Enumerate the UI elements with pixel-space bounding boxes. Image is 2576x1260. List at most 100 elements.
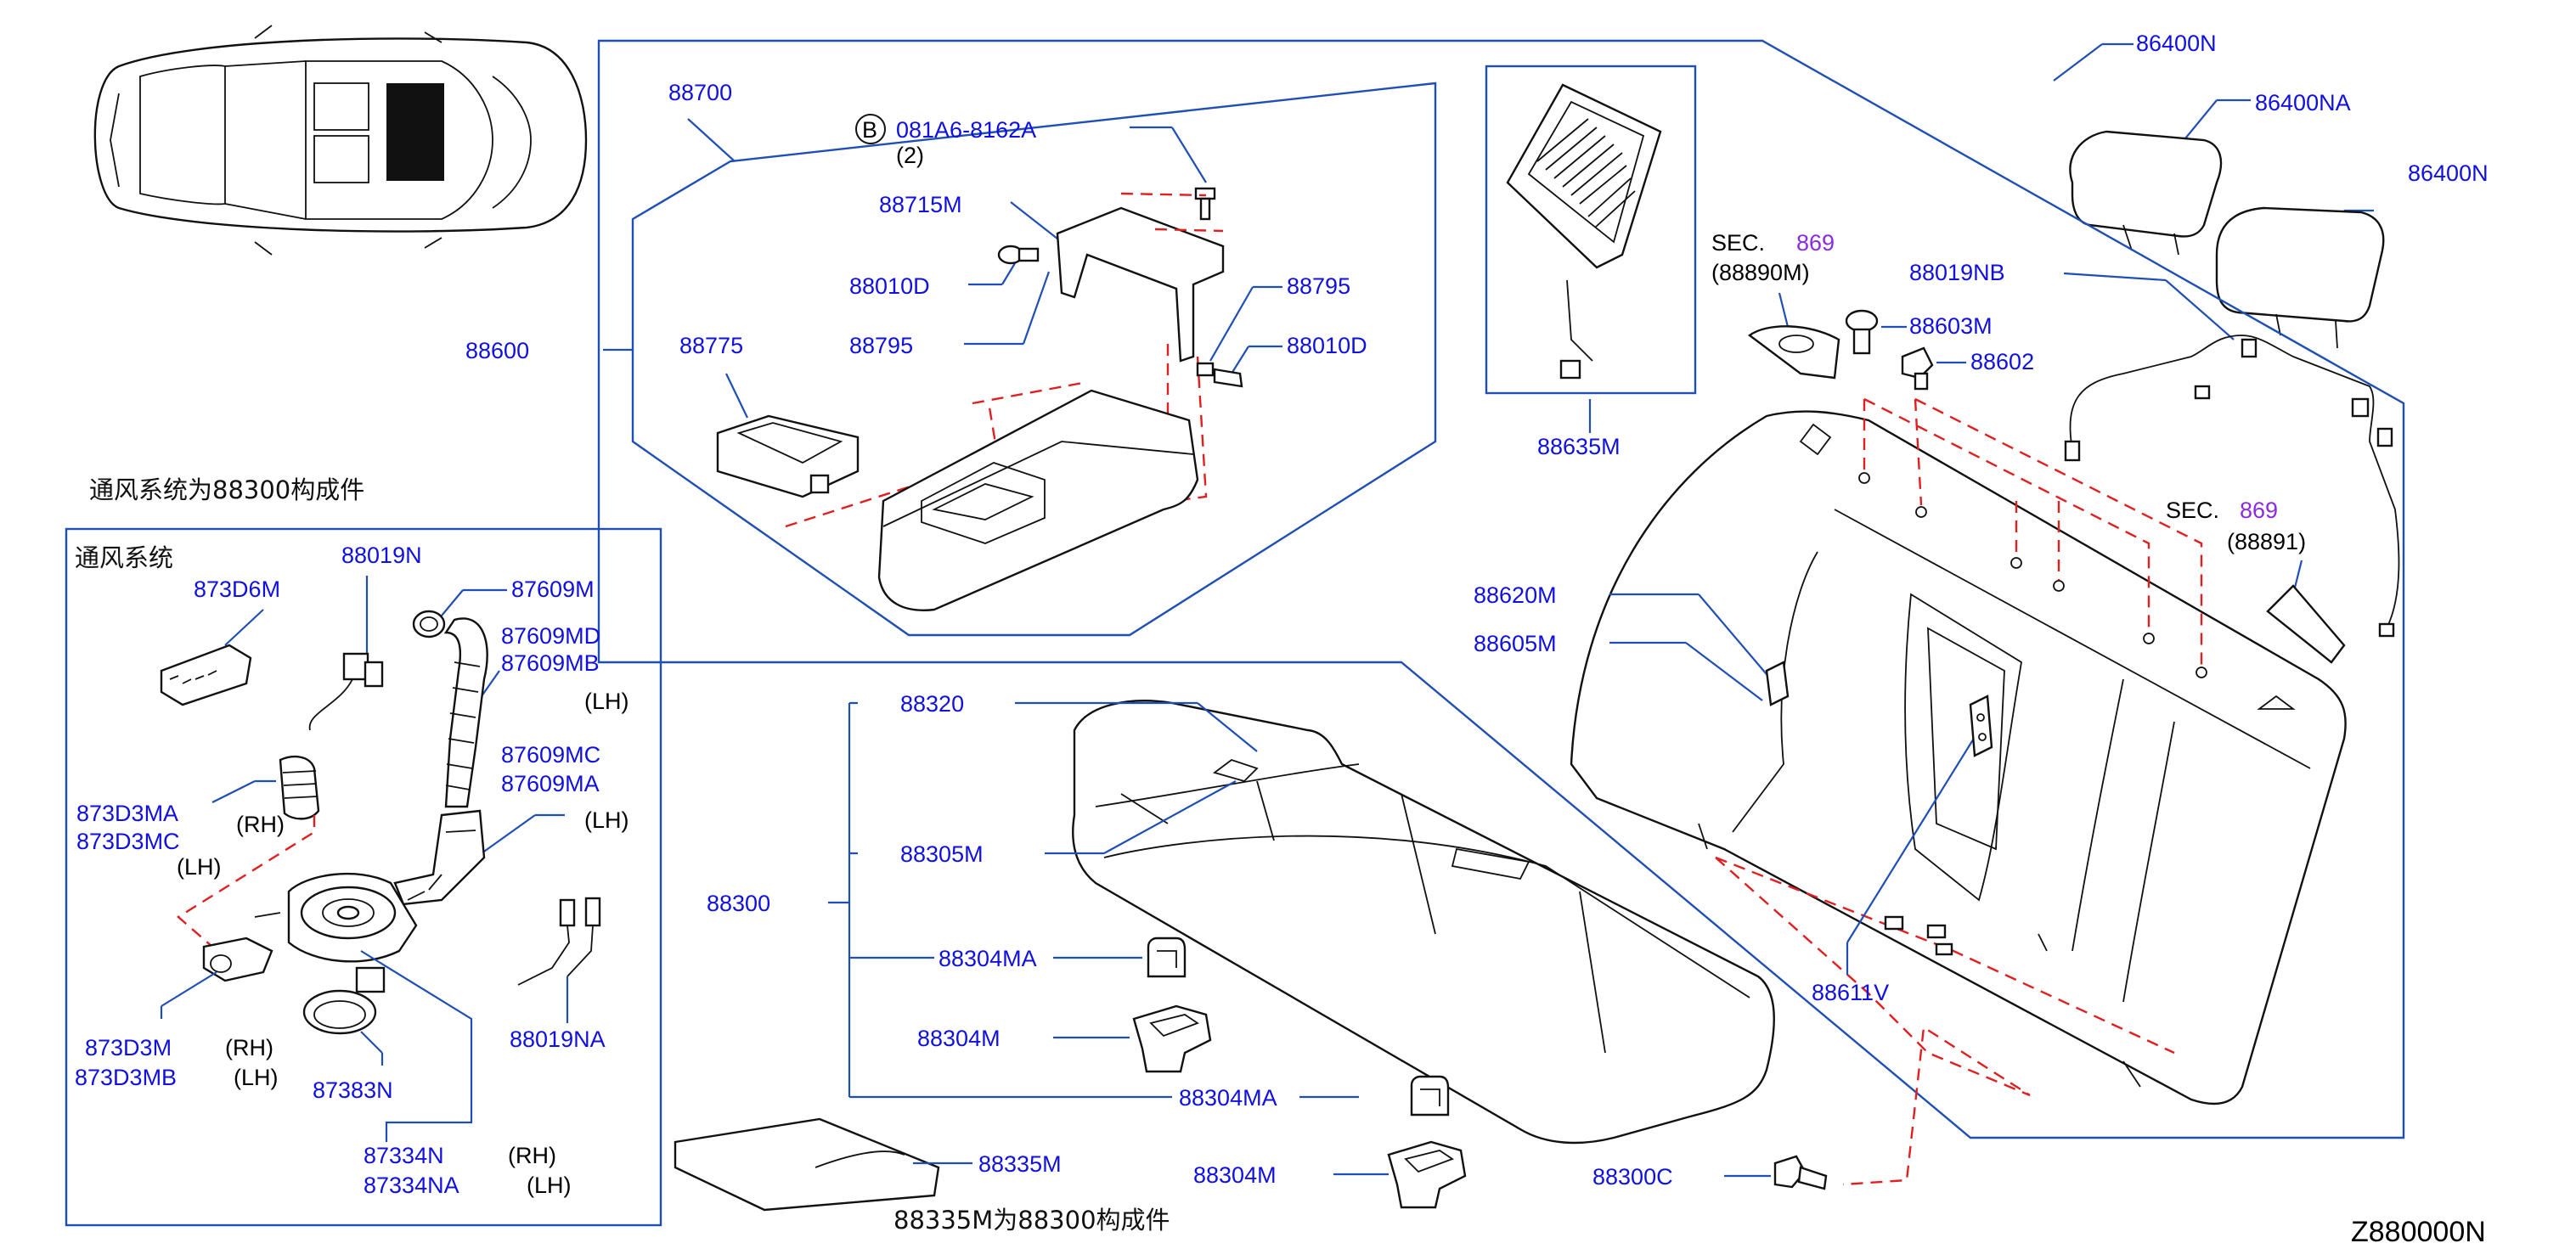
- hinge-icon: [1884, 915, 1953, 956]
- connector-icon: [202, 937, 273, 982]
- label-86400n-right: 86400N: [2408, 160, 2489, 186]
- headrest-center-icon: [2069, 130, 2223, 256]
- screw-icon: [1196, 362, 1243, 388]
- label-87609ma: 87609MA: [501, 771, 600, 796]
- label-sec-a: SEC.: [1711, 230, 1765, 256]
- ring-icon: [302, 989, 377, 1035]
- label-88010d-b: 88010D: [1287, 333, 1367, 358]
- label-lh-3: (LH): [177, 854, 222, 880]
- wire-connector-icon: [517, 897, 601, 986]
- label-rh-1: (RH): [236, 812, 285, 837]
- label-87609mc: 87609MC: [501, 742, 600, 768]
- label-88305m: 88305M: [900, 841, 984, 867]
- label-88700: 88700: [668, 80, 732, 105]
- label-87609m: 87609M: [511, 577, 595, 602]
- label-rh-3: (RH): [508, 1143, 556, 1168]
- tag-icon: [1765, 661, 1790, 706]
- grommet-icon: [1147, 937, 1187, 978]
- label-081a6-8162a: 081A6-8162A: [896, 117, 1036, 143]
- heater-pad-frame: [1485, 65, 1697, 395]
- label-qty-2: (2): [896, 143, 924, 168]
- duct-elbow-icon: [393, 809, 486, 906]
- label-lh-2: (LH): [584, 807, 629, 833]
- label-88019na: 88019NA: [510, 1027, 606, 1052]
- grommet-icon: [1410, 1075, 1450, 1117]
- label-88304ma-b: 88304MA: [1179, 1085, 1277, 1111]
- belt-guide-icon: [1747, 325, 1840, 380]
- label-88304m-b: 88304M: [1193, 1162, 1277, 1188]
- headrest-right-icon: [2215, 206, 2385, 349]
- note-88335m-component: 88335M为88300构成件: [893, 1206, 1170, 1235]
- label-88304m-a: 88304M: [917, 1026, 1001, 1051]
- diagram-code: Z880000N: [2351, 1216, 2486, 1248]
- bracket-icon: [1056, 206, 1225, 363]
- bolt-icon: [1194, 187, 1216, 221]
- heater-pad-icon: [1506, 83, 1662, 380]
- control-module-icon: [160, 644, 252, 706]
- clip-icon: [997, 245, 1040, 265]
- label-88300: 88300: [707, 891, 770, 916]
- label-87609mb: 87609MB: [501, 650, 600, 676]
- label-86400na: 86400NA: [2255, 90, 2351, 115]
- label-88611v: 88611V: [1812, 980, 1889, 1005]
- label-88775: 88775: [679, 333, 743, 358]
- label-88010d-a: 88010D: [849, 273, 930, 299]
- label-87383n: 87383N: [313, 1077, 393, 1103]
- armrest-assembly-frame: [631, 82, 1437, 637]
- label-sec-b: SEC.: [2166, 498, 2219, 523]
- harness-connector-icon: [308, 652, 384, 731]
- label-88795-a: 88795: [849, 333, 913, 358]
- label-86400n-top: 86400N: [2136, 31, 2217, 56]
- blower-fan-icon: [254, 872, 426, 993]
- label-873d3mb: 873D3MB: [75, 1065, 177, 1090]
- hook-clip-icon: [1387, 1140, 1467, 1209]
- label-lh-4: (LH): [234, 1065, 279, 1090]
- label-88602: 88602: [1970, 349, 2034, 374]
- wiring-harness-icon: [2064, 335, 2400, 638]
- label-88715m: 88715M: [879, 192, 962, 217]
- label-lh-5: (LH): [527, 1173, 572, 1198]
- car-top-view-icon: [93, 25, 588, 256]
- flexible-duct-icon: [443, 617, 488, 808]
- label-sec-a-num: 869: [1796, 230, 1835, 256]
- label-sec-b-num: 869: [2240, 498, 2278, 523]
- o-ring-icon: [412, 610, 446, 638]
- label-88600: 88600: [465, 338, 529, 363]
- label-87609md: 87609MD: [501, 623, 600, 649]
- label-88320: 88320: [900, 691, 964, 717]
- seat-belt-escutcheon-icon: [2266, 584, 2346, 664]
- label-rh-2: (RH): [225, 1035, 273, 1060]
- label-873d3ma: 873D3MA: [76, 801, 178, 826]
- label-88605m: 88605M: [1474, 631, 1557, 656]
- label-87334n: 87334N: [364, 1143, 444, 1168]
- striker-icon: [1969, 695, 1993, 757]
- retainer-clip-icon: [1845, 309, 1879, 355]
- cup-holder-icon: [716, 414, 860, 498]
- seat-mat-icon: [674, 1117, 940, 1212]
- label-lh-1: (LH): [584, 689, 629, 714]
- note-ventilation-component: 通风系统为88300构成件: [89, 475, 364, 504]
- bolt-icon: [1773, 1155, 1828, 1190]
- ventilation-inset-frame: [65, 527, 662, 1227]
- label-sec-a-ref: (88890M): [1711, 260, 1810, 285]
- label-88635m: 88635M: [1537, 434, 1621, 459]
- label-88795-b: 88795: [1287, 273, 1350, 299]
- label-873d3m: 873D3M: [85, 1035, 172, 1060]
- label-88304ma-a: 88304MA: [939, 946, 1037, 971]
- seatback-icon: [1570, 410, 2347, 1105]
- label-88335m: 88335M: [978, 1151, 1062, 1177]
- label-87334na: 87334NA: [364, 1173, 459, 1198]
- hook-clip-icon: [1132, 1004, 1212, 1073]
- bellows-icon: [279, 755, 320, 820]
- label-873d3mc: 873D3MC: [76, 829, 180, 854]
- label-873d6m: 873D6M: [194, 577, 280, 602]
- bolt-marker-b: B: [862, 117, 877, 143]
- label-88603m: 88603M: [1909, 313, 1993, 339]
- push-clip-icon: [1901, 346, 1934, 391]
- inset-title: 通风系统: [75, 543, 173, 572]
- label-88620m: 88620M: [1474, 582, 1557, 608]
- label-sec-b-ref: (88891): [2227, 529, 2306, 554]
- armrest-icon: [877, 389, 1199, 611]
- label-88019nb: 88019NB: [1909, 260, 2005, 285]
